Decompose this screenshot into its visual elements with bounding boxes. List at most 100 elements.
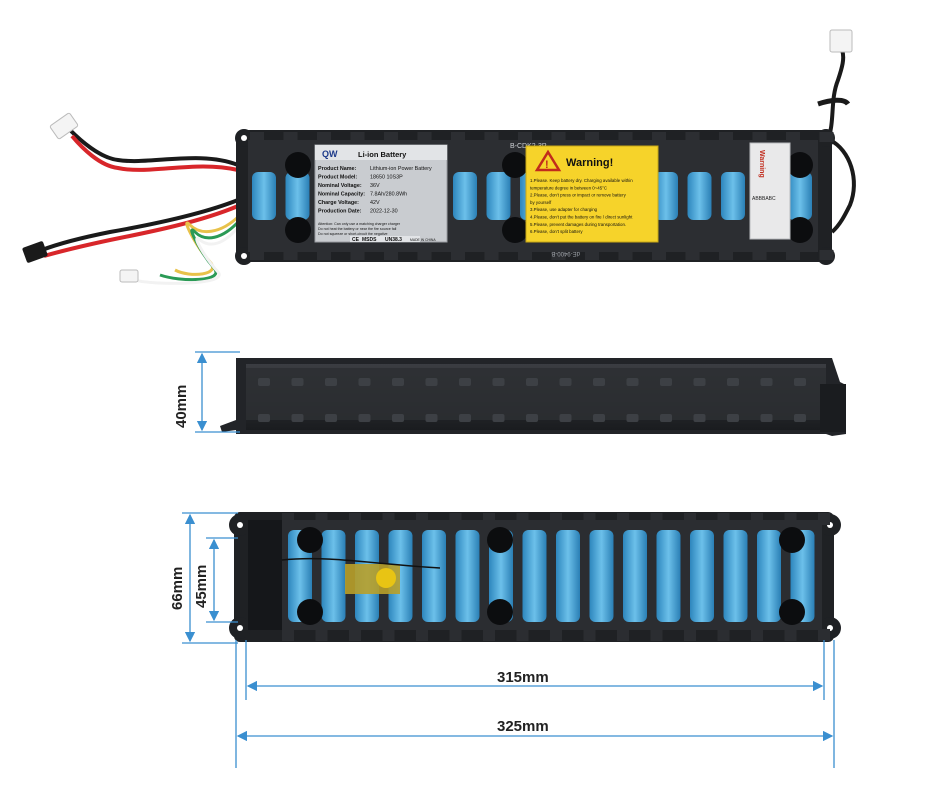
cell-tab	[315, 629, 328, 641]
battery-cell	[589, 530, 614, 622]
cell-tab	[349, 629, 361, 641]
dim-length-inner: 315mm	[497, 669, 549, 686]
label-attention-1: Attention: Can only use a matching charg…	[318, 222, 401, 226]
cell-tab	[384, 250, 398, 260]
cell-tab	[752, 250, 767, 260]
cell-tab	[384, 132, 398, 142]
dimension-lines	[182, 351, 835, 768]
label-cert-msds: MSDS	[362, 237, 377, 243]
cell-tab	[283, 250, 298, 260]
side-tag-code: ABBBABC	[752, 196, 776, 202]
cell-tab	[717, 513, 730, 525]
cell-tab	[358, 414, 371, 422]
label-row-key: Product Name:	[318, 166, 357, 172]
cell-tab	[550, 513, 562, 525]
cell-tab	[291, 378, 304, 386]
cell-tab	[350, 250, 365, 260]
cell-tab	[593, 378, 605, 386]
label-row-value: Lithium-ion Power Battery	[370, 166, 432, 172]
battery-cell	[757, 530, 781, 622]
cell-tab	[685, 132, 700, 142]
label-made: MADE IN CHINA	[410, 238, 436, 242]
label-row-key: Production Date:	[318, 209, 362, 215]
cell-tab	[282, 629, 294, 641]
battery-cell	[790, 530, 815, 622]
cell-tab	[451, 132, 465, 142]
cell-tab	[551, 250, 566, 260]
label-row-key: Charge Voltage:	[318, 200, 359, 206]
cell-tab	[784, 629, 797, 641]
cell-tab	[449, 629, 462, 641]
cell-tab	[526, 378, 538, 386]
cell-tab	[784, 513, 797, 525]
cell-tab	[492, 414, 505, 422]
cell-tab	[349, 513, 361, 525]
warning-line: by yourself	[530, 200, 552, 205]
battery-cell	[721, 172, 745, 220]
cell-tab	[325, 378, 337, 386]
label-row-value: 7.8Ah/280.8Wh	[370, 192, 407, 198]
cell-tab	[483, 629, 495, 641]
warning-line: 5.Please, prevent damages during transpo…	[530, 222, 626, 227]
battery-cell	[288, 530, 312, 622]
cell-tab	[492, 378, 505, 386]
battery-cell	[788, 172, 812, 220]
battery-cell	[453, 172, 477, 220]
cell-tab	[583, 513, 596, 525]
cell-tab	[585, 132, 599, 142]
battery-cell	[623, 530, 647, 622]
cell-tab	[392, 378, 404, 386]
cell-tab	[727, 378, 739, 386]
battery-cell	[522, 530, 547, 622]
cell-tab	[652, 132, 666, 142]
battery-cell	[690, 530, 714, 622]
cell-tab	[459, 414, 471, 422]
cell-tab	[618, 132, 633, 142]
cell-tab	[559, 378, 572, 386]
label-row-key: Nominal Voltage:	[318, 183, 362, 189]
cell-tab	[685, 250, 700, 260]
cell-tab	[617, 629, 629, 641]
cell-tab	[250, 132, 264, 142]
cell-tab	[282, 513, 294, 525]
cell-tab	[693, 414, 706, 422]
side-warning-tag: Warning ABBBABC	[749, 142, 791, 240]
cell-tab	[416, 513, 428, 525]
cell-tab	[626, 414, 639, 422]
cell-tab	[258, 378, 270, 386]
bottom-battery-pack	[229, 512, 841, 642]
battery-cell	[252, 172, 276, 220]
cell-tab	[550, 629, 562, 641]
cell-tab	[358, 378, 371, 386]
cell-tab	[449, 513, 462, 525]
cell-tab	[626, 378, 639, 386]
cell-tab	[526, 414, 538, 422]
side-battery-pack	[220, 358, 846, 436]
cell-tab	[819, 132, 834, 142]
cell-tab	[382, 513, 395, 525]
cell-tab	[717, 629, 730, 641]
cell-tab	[250, 250, 264, 260]
warning-label: ! Warning! 1.Please. Keep battery dry. C…	[525, 145, 659, 243]
battery-cell	[556, 530, 580, 622]
battery-cell	[486, 172, 511, 220]
battery-cell	[656, 530, 681, 622]
battery-cell	[489, 530, 513, 622]
cell-tab	[392, 414, 404, 422]
cell-tab	[516, 629, 529, 641]
label-row-key: Product Model:	[318, 175, 357, 181]
dim-height-side: 40mm	[173, 385, 190, 428]
battery-cell	[422, 530, 446, 622]
cell-tab	[684, 513, 696, 525]
label-row-value: 18650 10S3P	[370, 175, 403, 181]
cell-tab	[786, 250, 800, 260]
warning-line: 3.Please, use adapter for charging	[530, 207, 598, 212]
cell-tab	[652, 250, 666, 260]
side-tag-title: Warning	[758, 150, 765, 178]
battery-cell	[388, 530, 413, 622]
cell-tab	[660, 414, 672, 422]
label-cert-ce: CE	[352, 237, 360, 243]
label-row-key: Nominal Capacity:	[318, 192, 365, 198]
cell-tab	[484, 250, 499, 260]
